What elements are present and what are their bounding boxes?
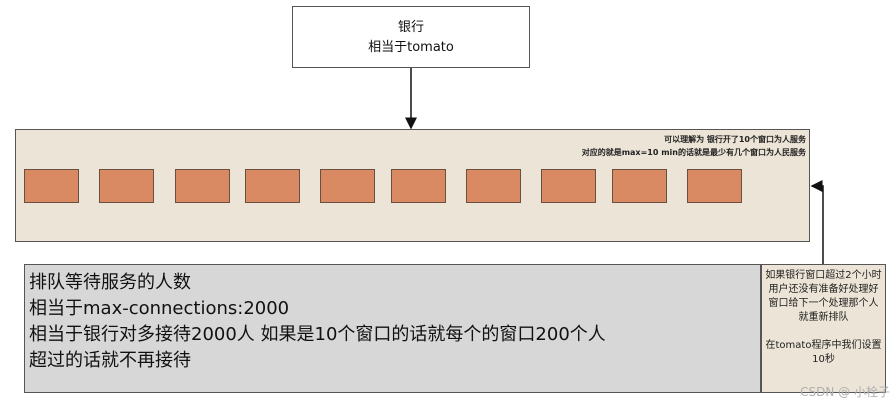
service-window-5 — [320, 169, 375, 203]
queue-line-1: 排队等待服务的人数 — [29, 272, 191, 293]
service-window-3 — [175, 169, 230, 203]
timeout-line-4: 在tomato程序中我们设置10秒 — [765, 340, 882, 365]
service-window-1 — [24, 169, 79, 203]
service-window-6 — [391, 169, 446, 203]
timeout-return-arrow — [810, 180, 824, 264]
service-window-9 — [612, 169, 667, 203]
timeout-line-1: 如果银行窗口超过2个小时用户还没有准备好处理好 — [765, 270, 882, 295]
window-note-line1: 可以理解为 银行开了10个窗口为人服务 — [664, 135, 806, 144]
service-window-8 — [541, 169, 596, 203]
watermark: CSDN @ 小栓子 — [800, 385, 890, 399]
bank-box: 银行 相当于tomato — [292, 6, 530, 68]
timeout-line-2: 窗口给下一个处理那个人就重新排队 — [768, 298, 879, 323]
queue-line-3: 相当于银行对多接待2000人 如果是10个窗口的话就每个的窗口200个人 — [29, 324, 606, 345]
bank-box-title: 银行 — [397, 20, 424, 35]
service-window-4 — [245, 169, 300, 203]
queue-line-4: 超过的话就不再接待 — [29, 350, 191, 371]
service-window-7 — [466, 169, 521, 203]
timeout-panel: 如果银行窗口超过2个小时用户还没有准备好处理好 窗口给下一个处理那个人就重新排队… — [761, 264, 886, 393]
queue-panel: 排队等待服务的人数 相当于max-connections:2000 相当于银行对… — [24, 264, 761, 393]
queue-line-2: 相当于max-connections:2000 — [29, 298, 290, 319]
window-note-line2: 对应的就是max=10 min的话就是最少有几个窗口为人民服务 — [581, 148, 806, 157]
bank-box-subtitle: 相当于tomato — [368, 40, 454, 55]
service-window-10 — [687, 169, 742, 203]
timeout-line-3 — [765, 325, 882, 339]
service-window-2 — [99, 169, 154, 203]
